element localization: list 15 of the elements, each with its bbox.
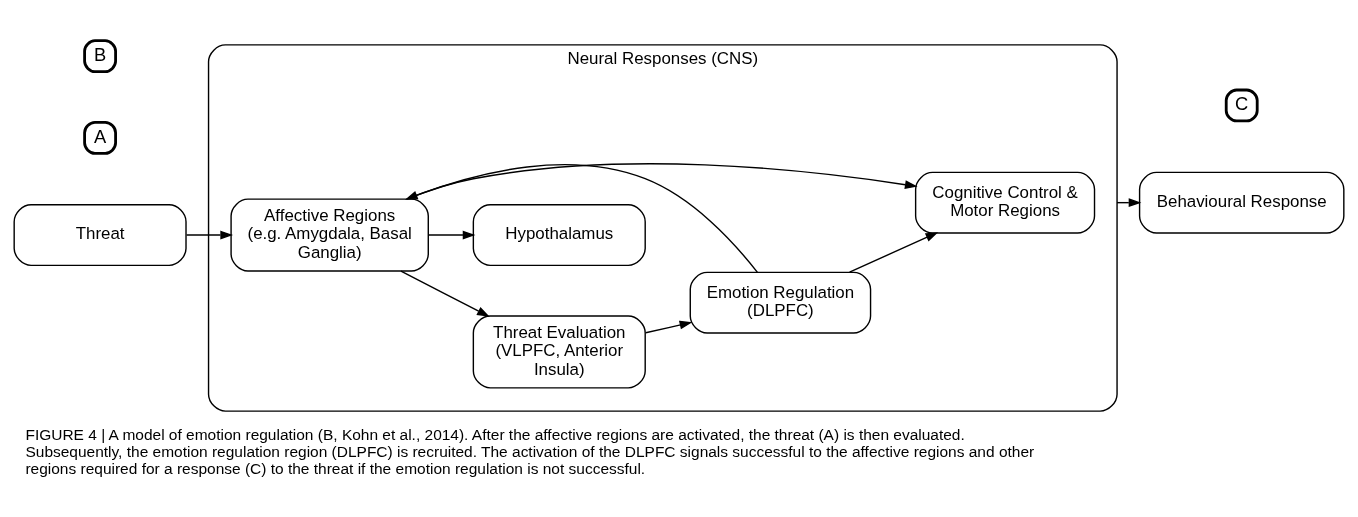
arrow [848,231,939,273]
node-box: Emotion Regulation (DLPFC) [689,271,872,334]
arrow [645,320,693,333]
arrow [405,162,918,200]
node-box: Affective Regions (e.g. Amygdala, Basal Ganglia) [230,197,429,272]
node-box: Cognitive Control & Motor Regions [914,171,1096,234]
node-box: Threat [13,203,187,266]
node-box: Threat Evaluation (VLPFC, Anterior Insula) [472,314,646,389]
node-box: Behavioural Response [1138,171,1345,234]
caption: FIGURE 4 | A model of emotion regulation (B, Kohn et al., 2014). After the affective regions are activated, the threat (A) is then evaluated. Subsequently, the emotion regulation region (DLPFC) is recruited. The activation of the DLPFC signals successful to the affective regions and other regions required for a response (C) to the threat if the emotion regulation is not successful. [25,425,1035,477]
node-box: Hypothalamus [472,203,646,266]
arrow [400,269,490,317]
arrow [185,230,234,239]
arrow [404,163,759,273]
arrow [427,230,476,239]
